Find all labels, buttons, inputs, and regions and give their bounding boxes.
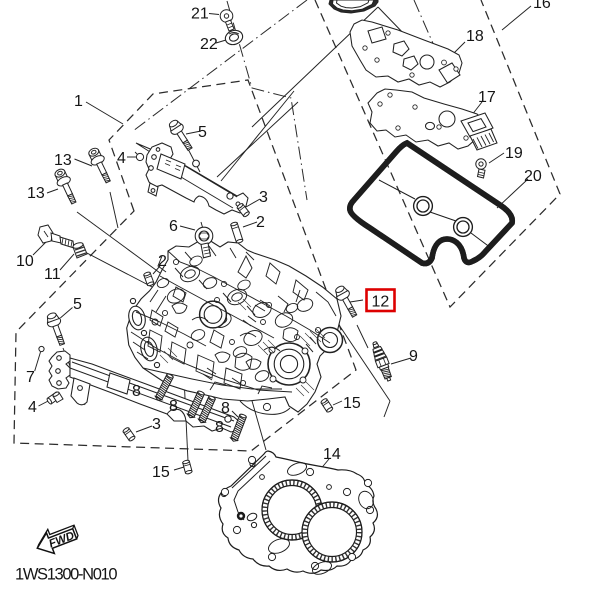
svg-text:2: 2 xyxy=(158,253,167,270)
svg-text:5: 5 xyxy=(73,296,82,313)
svg-text:9: 9 xyxy=(409,348,418,365)
svg-text:22: 22 xyxy=(200,36,218,53)
svg-text:15: 15 xyxy=(152,464,170,481)
svg-text:3: 3 xyxy=(152,416,161,433)
svg-text:3: 3 xyxy=(259,189,268,206)
svg-text:8: 8 xyxy=(221,400,230,417)
svg-text:21: 21 xyxy=(191,6,209,23)
svg-text:8: 8 xyxy=(215,419,224,436)
svg-text:19: 19 xyxy=(505,145,523,162)
svg-text:20: 20 xyxy=(524,168,542,185)
svg-text:18: 18 xyxy=(466,28,484,45)
svg-text:16: 16 xyxy=(533,0,551,12)
svg-text:4: 4 xyxy=(117,150,126,167)
svg-text:15: 15 xyxy=(343,395,361,412)
svg-text:6: 6 xyxy=(169,218,178,235)
svg-text:2: 2 xyxy=(256,214,265,231)
svg-text:1WS1300-N010: 1WS1300-N010 xyxy=(15,566,117,584)
svg-text:1: 1 xyxy=(74,93,83,110)
svg-text:7: 7 xyxy=(26,369,35,386)
svg-text:8: 8 xyxy=(169,398,178,415)
svg-text:13: 13 xyxy=(27,185,45,202)
svg-text:13: 13 xyxy=(54,152,72,169)
svg-text:10: 10 xyxy=(16,253,34,270)
svg-text:14: 14 xyxy=(323,446,341,463)
svg-text:4: 4 xyxy=(28,399,37,416)
svg-text:12: 12 xyxy=(372,294,390,311)
svg-text:11: 11 xyxy=(44,266,61,283)
svg-text:17: 17 xyxy=(478,89,496,106)
svg-text:5: 5 xyxy=(198,124,207,141)
svg-text:8: 8 xyxy=(132,383,141,400)
